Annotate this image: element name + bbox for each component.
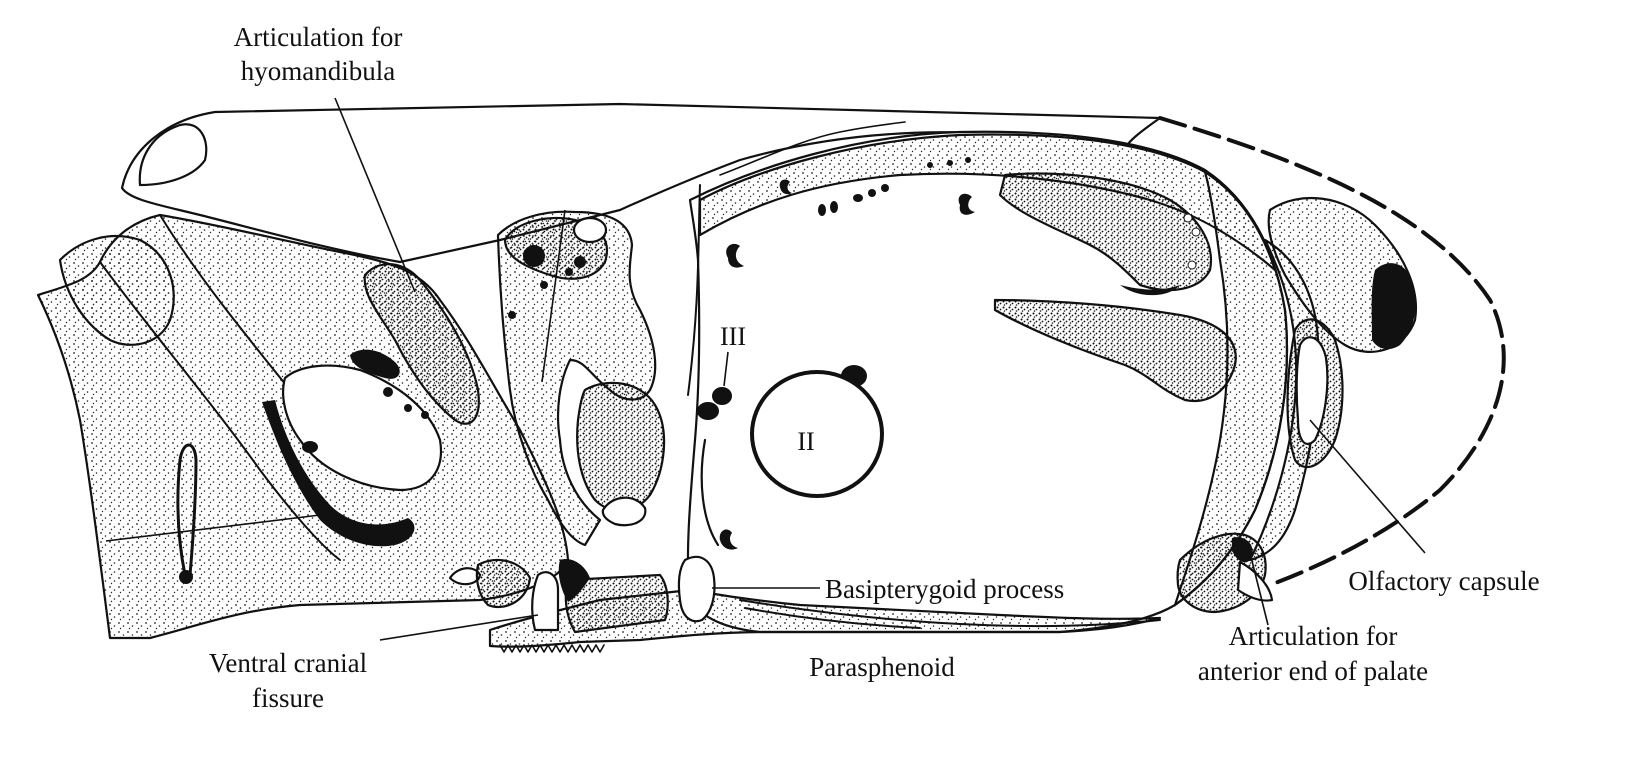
roof-tab-left [138,123,208,187]
orbital-fossa-upper [998,172,1213,292]
optic-foramen [750,370,884,498]
fossa-dark-edge [1120,285,1180,296]
otic-pit-1 [383,387,393,397]
label-palate-1: Articulation for [1229,621,1398,651]
leader-olfactory [1309,419,1426,554]
exoccipital-ridge [99,261,341,561]
trigeminal-foramen-c [565,268,573,276]
prootic-region [496,210,657,547]
orbit-wall-right [1173,170,1289,607]
otic-dark-patch [350,349,400,379]
otic-pit-2 [404,404,412,412]
palatal-facet-dark [1232,537,1253,563]
pituitary-curve [687,184,701,396]
palatal-strut [1236,560,1274,602]
hyomandibular-facet [363,263,480,425]
olfactory-hollow [1295,336,1329,445]
label-olfactory: Olfactory capsule [1348,566,1539,596]
label-hyomandibula-2: hyomandibula [241,56,395,86]
prootic-notch [601,496,647,527]
foramen-dot [179,570,193,584]
otic-foramen [302,441,318,453]
ventral-fissure-slot [262,400,415,547]
label-nerve-II: II [797,427,814,456]
leader-ventral-fissure [379,614,539,641]
orbital-foramen-4 [779,179,792,195]
orbital-foramen-1 [958,193,975,215]
fissure-wedge [531,571,560,632]
orbital-fossa-lower [993,298,1237,403]
prootic-oval [572,216,608,244]
snout-dashed-outline [1158,116,1506,587]
parasphenoid-ridge [739,599,1161,628]
otic-pit-3 [421,411,429,419]
exoccipital-ridge-2 [159,214,291,391]
label-hyomandibula-1: Articulation for [234,22,403,52]
vagus-groove [176,443,198,577]
leader-prootic [541,209,566,383]
foramen-row [818,157,971,216]
otic-depression [282,364,443,492]
prootic-bulge [576,381,666,512]
orbit-groove [700,438,720,547]
parasphenoid-teeth [499,644,605,653]
foramen-III [712,387,732,405]
small-foramen [508,311,516,319]
orbit-pore-1 [1183,213,1193,223]
orbit-pore-3 [1187,260,1197,270]
label-ventral-fissure-2: fissure [252,683,324,713]
label-nerve-III: III [720,322,746,351]
basipterygoid-process [677,555,716,623]
parasphenoid-ridge-2 [744,607,921,629]
basioccipital-knob-2 [475,558,532,609]
label-basipterygoid: Basipterygoid process [825,574,1064,604]
nerve-III-leader [723,351,729,387]
label-palate-2: anterior end of palate [1198,656,1428,686]
leader-hyomandibula [334,97,416,293]
olfactory-dark-fossa [1371,263,1416,350]
orbital-foramen-2 [726,243,744,268]
ventral-cranial-fissure [558,559,590,602]
facial-foramen [540,281,548,289]
trigeminal-foramen-a [523,245,545,267]
orbit-pore-2 [1191,227,1201,237]
roof-suture [719,121,906,176]
foramen-III-b [697,402,719,420]
trigeminal-foramen-b [574,256,586,268]
orbital-foramen-3 [719,529,738,550]
leader-occipital [105,514,321,542]
label-ventral-fissure-1: Ventral cranial [209,648,367,678]
skull-roof-outline [120,102,1162,264]
label-parasphenoid: Parasphenoid [809,652,955,682]
leader-palate [1247,544,1269,626]
occipital-lobe-lower [58,235,175,346]
